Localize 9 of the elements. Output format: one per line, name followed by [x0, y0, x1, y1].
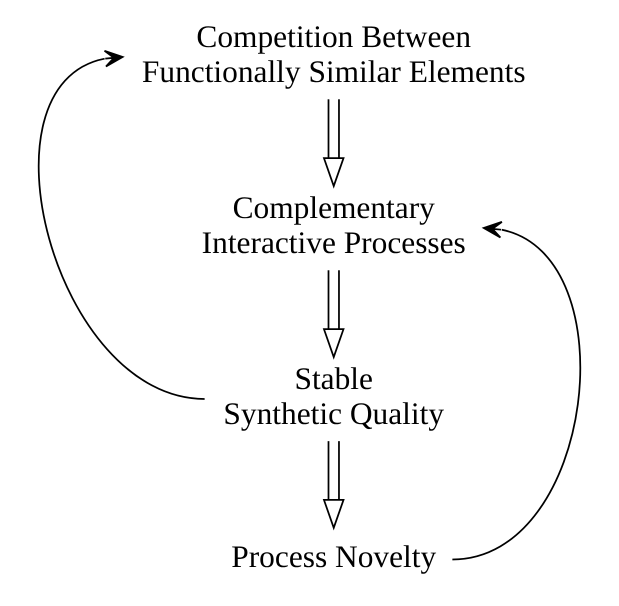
arrow: [452, 221, 582, 560]
node-text: Competition Between Functionally Similar Elements: [142, 19, 526, 90]
arrow: [322, 270, 345, 360]
node-text: Process Novelty: [231, 539, 436, 574]
arrow: [38, 50, 205, 400]
arrow: [322, 441, 345, 530]
node-text: Complementary Interactive Processes: [202, 190, 466, 260]
arrow: [322, 99, 345, 189]
node-text: Stable Synthetic Quality: [223, 361, 444, 432]
